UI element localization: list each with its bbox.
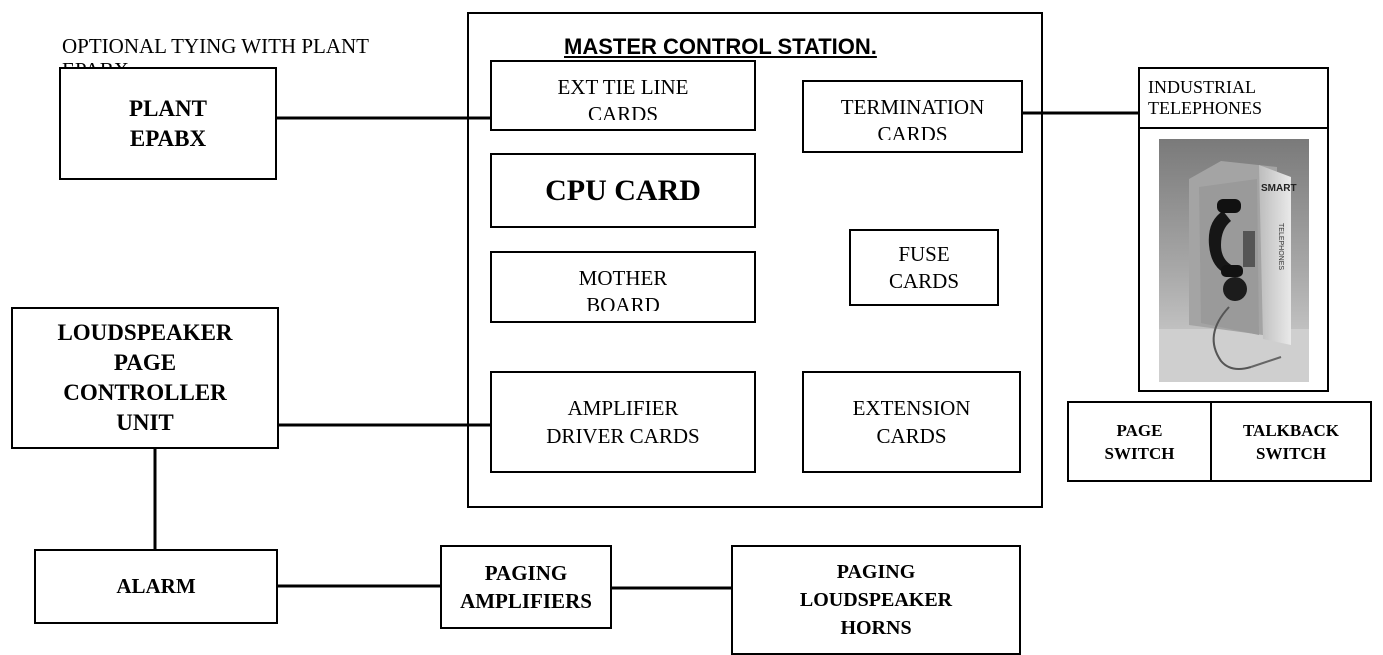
cpu-card-box: CPU CARD [490, 153, 756, 228]
talkback-switch-box: TALKBACK SWITCH [1210, 401, 1372, 482]
termination-cards-box: TERMINATION CARDS [802, 80, 1023, 153]
paging-loudspeaker-horns-box: PAGING LOUDSPEAKER HORNS [731, 545, 1021, 655]
alarm-box: ALARM [34, 549, 278, 624]
telephone-panel-text: TELEPHONES [1277, 223, 1284, 270]
page-switch-box: PAGE SWITCH [1067, 401, 1212, 482]
telephone-brand-text: SMART [1261, 183, 1297, 194]
fuse-cards-box: FUSE CARDS [849, 229, 999, 306]
optional-tying-note: OPTIONAL TYING WITH PLANT EPABX [62, 34, 369, 82]
loudspeaker-page-controller-box: LOUDSPEAKER PAGE CONTROLLER UNIT [11, 307, 279, 449]
master-control-station-title: MASTER CONTROL STATION. [564, 34, 877, 59]
amplifier-driver-cards-box: AMPLIFIER DRIVER CARDS [490, 371, 756, 473]
mother-board-box: MOTHER BOARD [490, 251, 756, 323]
industrial-telephones-label: INDUSTRIAL TELEPHONES [1148, 77, 1262, 117]
industrial-telephone-image: SMART TELEPHONES [1159, 139, 1309, 382]
mother-board-label: MOTHER BOARD [578, 266, 668, 311]
extension-cards-box: EXTENSION CARDS [802, 371, 1021, 473]
ext-tie-line-cards-box: EXT TIE LINE CARDS [490, 60, 756, 131]
ext-tie-line-cards-label: EXT TIE LINE CARDS [557, 75, 689, 120]
plant-epabx-box: PLANT EPABX [59, 67, 277, 180]
paging-amplifiers-box: PAGING AMPLIFIERS [440, 545, 612, 629]
master-control-station [467, 12, 1043, 508]
industrial-telephones-box: INDUSTRIAL TELEPHONES [1138, 67, 1329, 129]
termination-cards-label: TERMINATION CARDS [840, 95, 985, 140]
